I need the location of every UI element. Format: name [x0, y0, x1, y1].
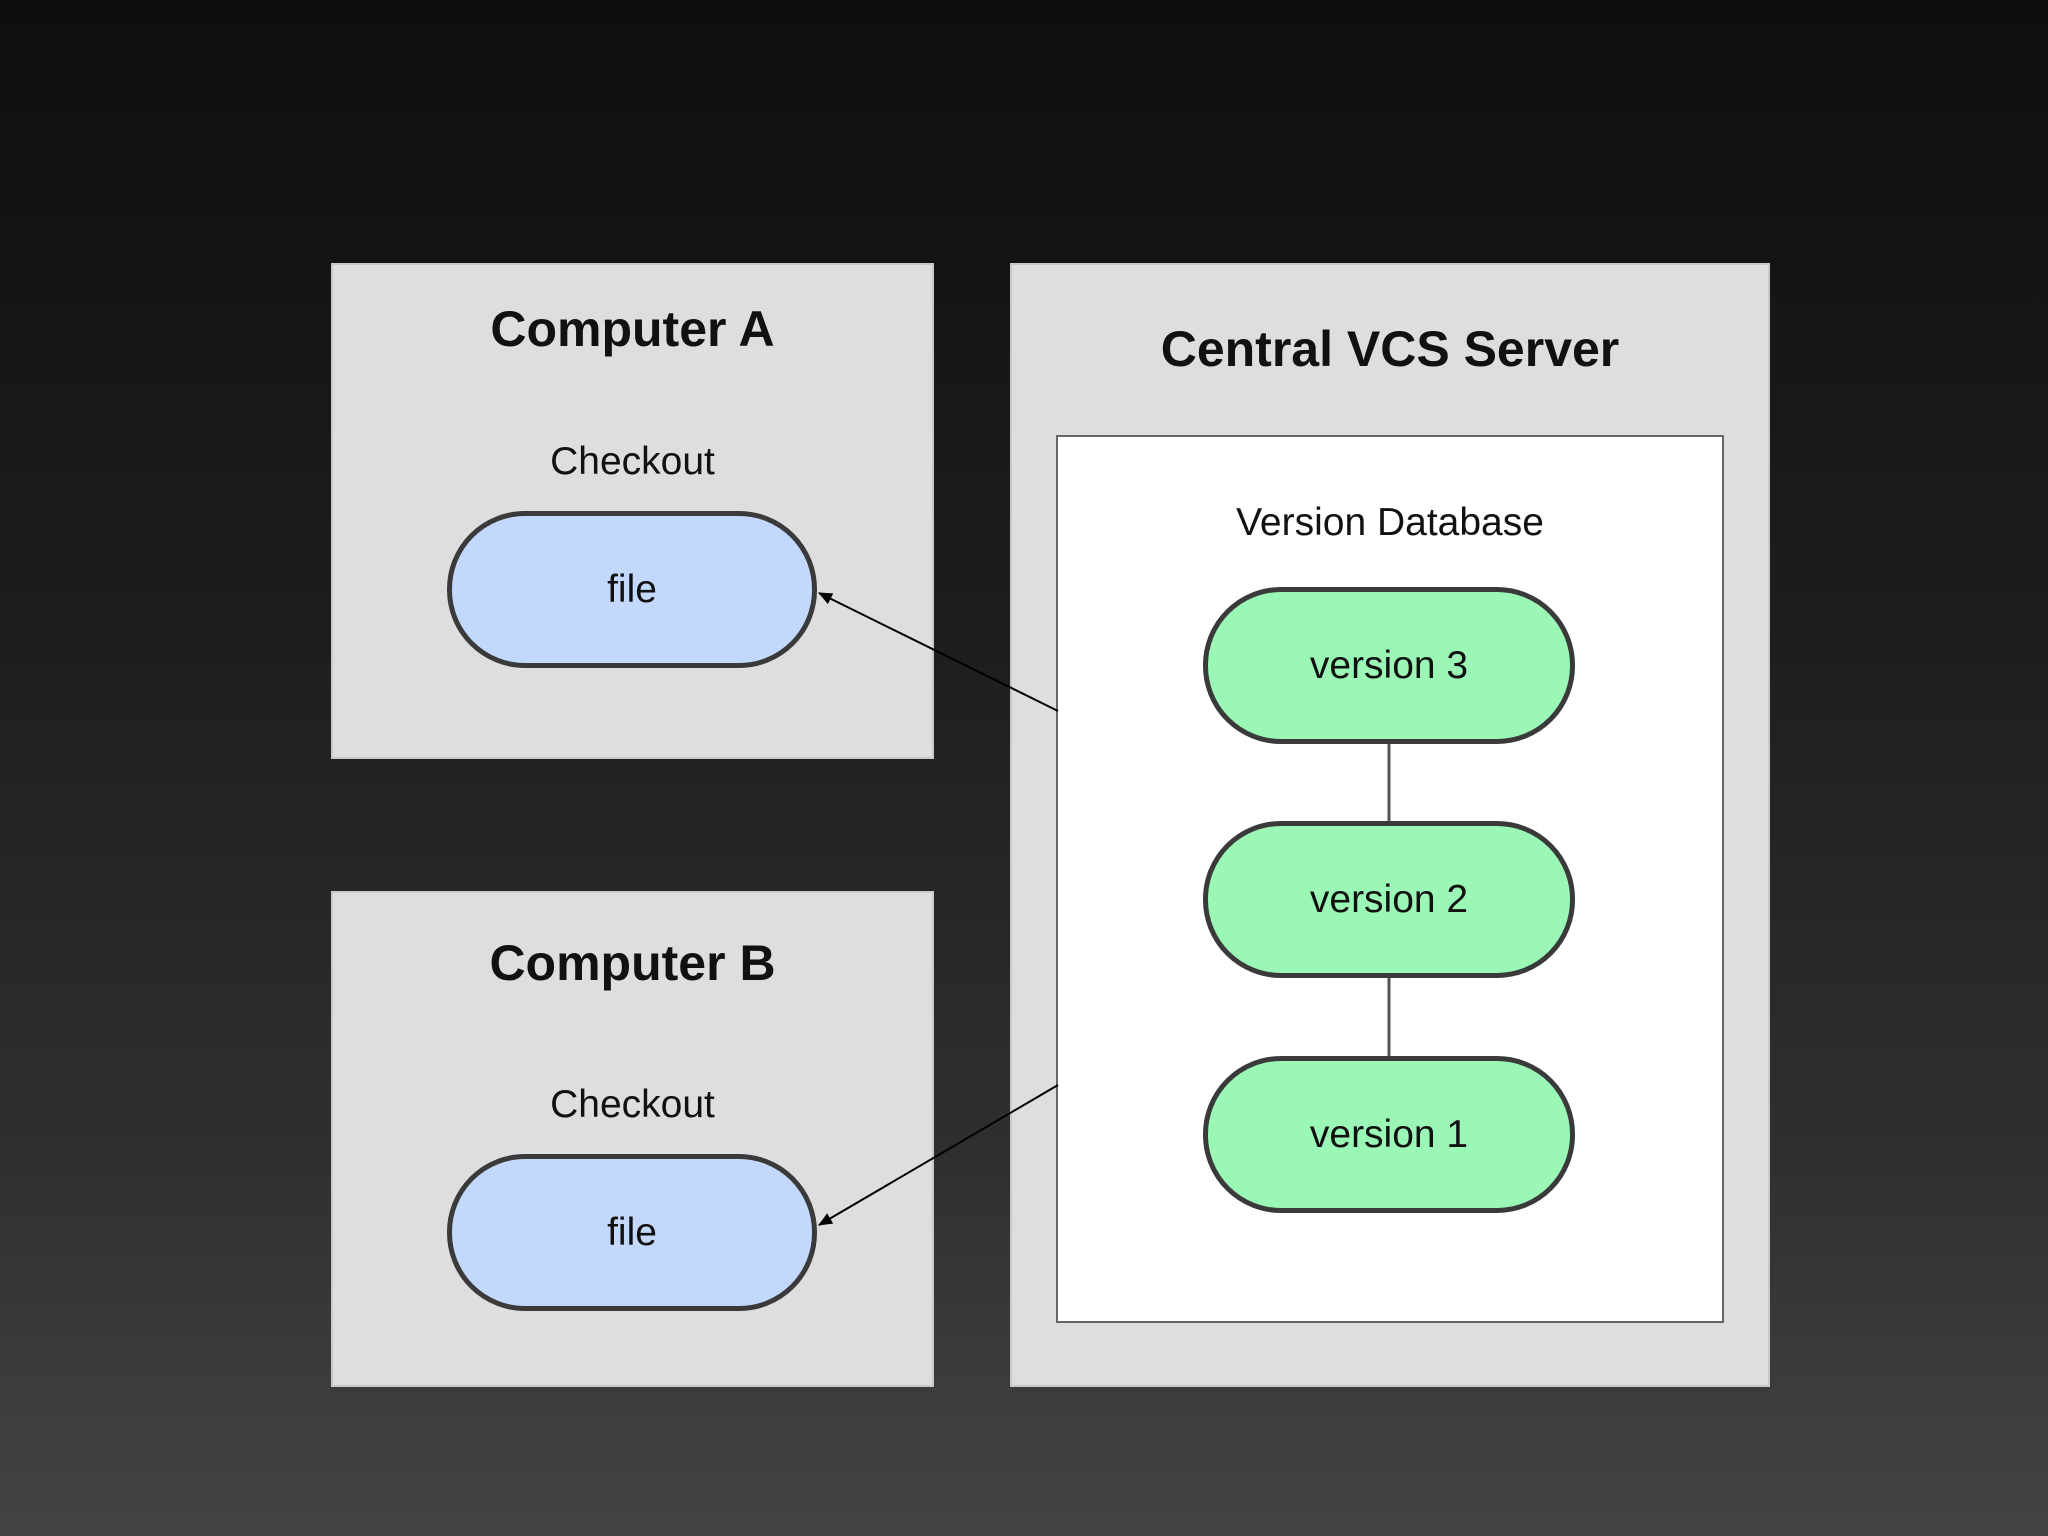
version-1-node: version 1 [1203, 1056, 1575, 1213]
server-title: Central VCS Server [1160, 321, 1620, 377]
version-3-node: version 3 [1203, 587, 1575, 744]
computer-b-checkout-label: Checkout [550, 1083, 715, 1126]
computer-b-file-node: file [447, 1154, 817, 1311]
version-2-label: version 2 [1309, 877, 1469, 921]
version-1-label: version 1 [1309, 1112, 1469, 1156]
computer-a-file-label: file [607, 567, 657, 611]
computer-a-checkout-label: Checkout [550, 440, 715, 483]
computer-b-file-label: file [607, 1210, 657, 1254]
version-database-label: Version Database [1236, 501, 1544, 544]
computer-a-title: Computer A [490, 301, 775, 357]
version-3-label: version 3 [1309, 643, 1469, 687]
computer-b-title: Computer B [489, 935, 776, 991]
version-2-node: version 2 [1203, 821, 1575, 978]
computer-a-file-node: file [447, 511, 817, 668]
